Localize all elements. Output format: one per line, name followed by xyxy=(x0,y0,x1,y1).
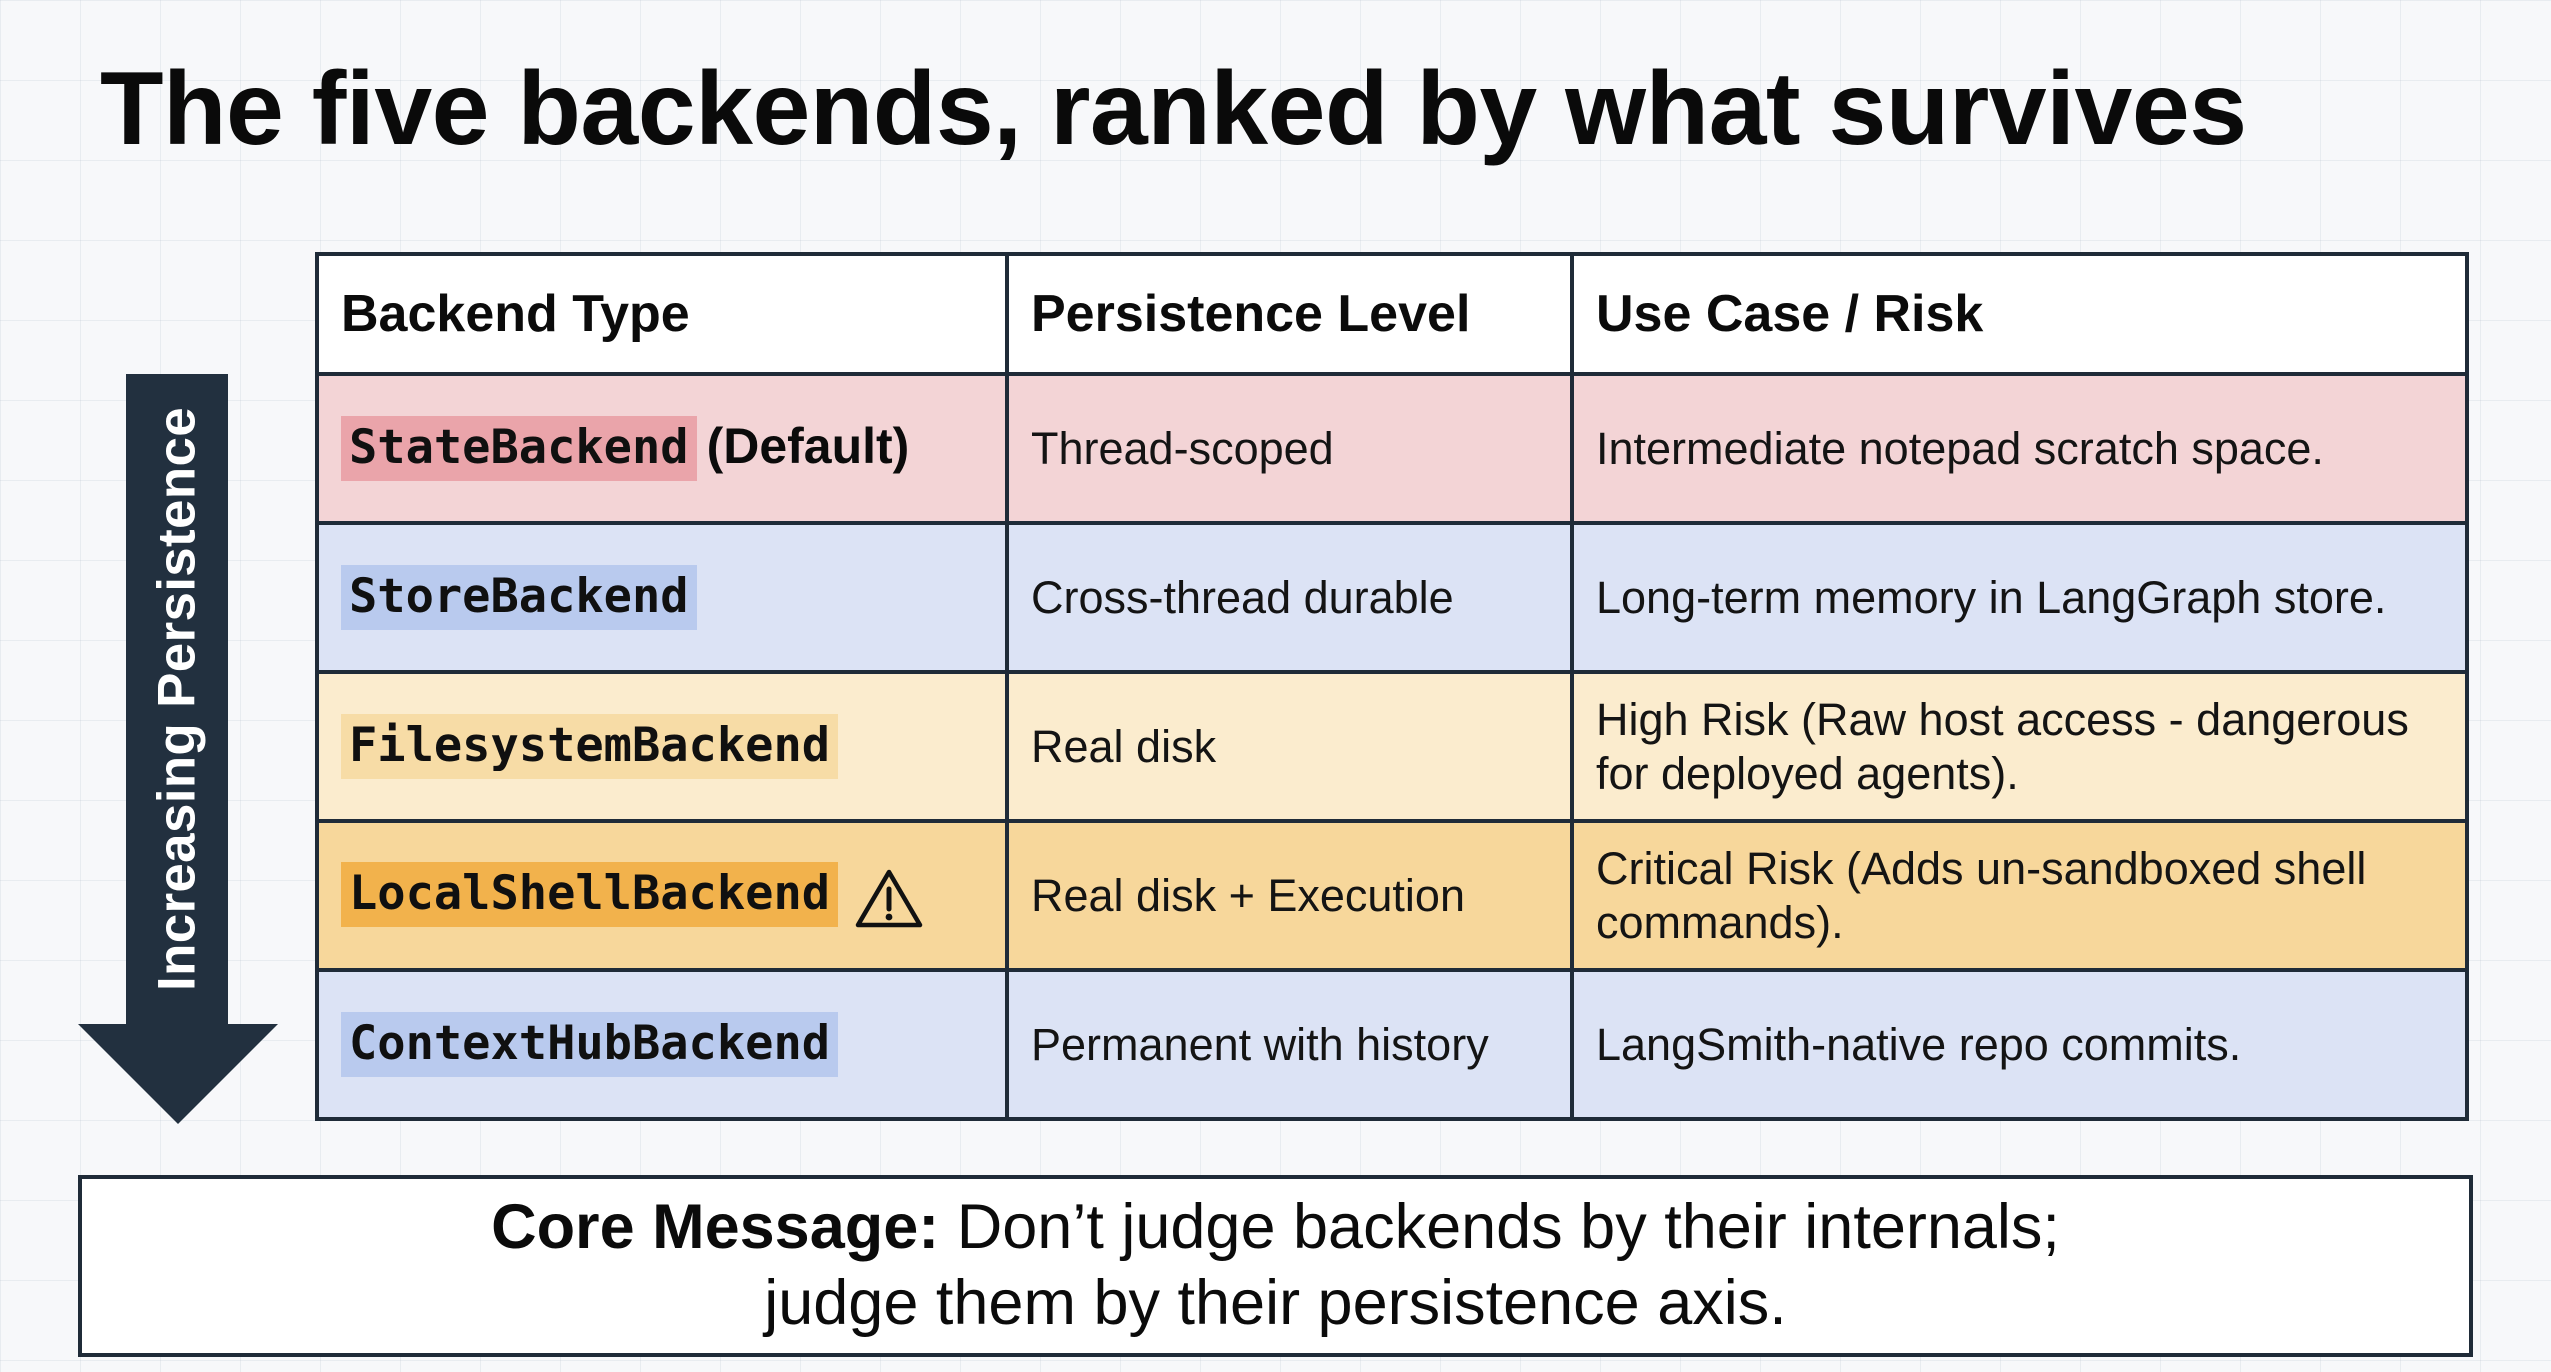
persistence-arrow: Increasing Persistence xyxy=(78,374,278,1124)
table-row: FilesystemBackend Real disk High Risk (R… xyxy=(315,670,2469,823)
core-message-label: Core Message: xyxy=(491,1192,940,1263)
header-persistence-level: Persistence Level xyxy=(1005,252,1574,376)
backend-name-chip: LocalShellBackend xyxy=(341,862,839,927)
header-backend-type: Backend Type xyxy=(315,252,1009,376)
backend-name-chip: StateBackend xyxy=(341,416,697,481)
persistence-level-cell: Real disk + Execution xyxy=(1005,819,1574,972)
persistence-level-cell: Thread-scoped xyxy=(1005,372,1574,525)
warning-icon xyxy=(855,869,923,927)
backend-type-cell: FilesystemBackend xyxy=(315,670,1009,823)
use-case-cell: Long-term memory in LangGraph store. xyxy=(1570,521,2469,674)
backend-type-cell: StateBackend(Default) xyxy=(315,372,1009,525)
backend-type-cell: StoreBackend xyxy=(315,521,1009,674)
use-case-cell: Intermediate notepad scratch space. xyxy=(1570,372,2469,525)
persistence-level-cell: Real disk xyxy=(1005,670,1574,823)
use-case-cell: High Risk (Raw host access - dangerous f… xyxy=(1570,670,2469,823)
backend-table: Backend Type Persistence Level Use Case … xyxy=(315,252,2469,1121)
core-message-line-2: judge them by their persistence axis. xyxy=(764,1268,1787,1338)
backend-name-chip: StoreBackend xyxy=(341,565,697,630)
table-row: LocalShellBackend Real disk + Execution … xyxy=(315,819,2469,972)
core-message-box: Core Message: Don’t judge backends by th… xyxy=(78,1175,2473,1357)
arrow-head xyxy=(78,1024,278,1124)
table-row: StateBackend(Default) Thread-scoped Inte… xyxy=(315,372,2469,525)
backend-name-chip: ContextHubBackend xyxy=(341,1012,839,1077)
use-case-cell: LangSmith-native repo commits. xyxy=(1570,968,2469,1121)
persistence-level-cell: Permanent with history xyxy=(1005,968,1574,1121)
use-case-cell: Critical Risk (Adds un-sandboxed shell c… xyxy=(1570,819,2469,972)
persistence-level-cell: Cross-thread durable xyxy=(1005,521,1574,674)
core-message-line-1: Core Message: Don’t judge backends by th… xyxy=(491,1190,2060,1266)
core-message-text-1: Don’t judge backends by their internals; xyxy=(956,1192,2060,1263)
table-row: ContextHubBackend Permanent with history… xyxy=(315,968,2469,1121)
table-header-row: Backend Type Persistence Level Use Case … xyxy=(315,252,2469,376)
backend-type-cell: ContextHubBackend xyxy=(315,968,1009,1121)
header-use-case-risk: Use Case / Risk xyxy=(1570,252,2469,376)
default-label: (Default) xyxy=(706,418,910,475)
table-row: StoreBackend Cross-thread durable Long-t… xyxy=(315,521,2469,674)
arrow-label: Increasing Persistence xyxy=(147,406,207,992)
arrow-shaft xyxy=(126,374,228,1026)
backend-name-chip: FilesystemBackend xyxy=(341,714,839,779)
backend-type-cell: LocalShellBackend xyxy=(315,819,1009,972)
page-title: The five backends, ranked by what surviv… xyxy=(100,51,2247,167)
